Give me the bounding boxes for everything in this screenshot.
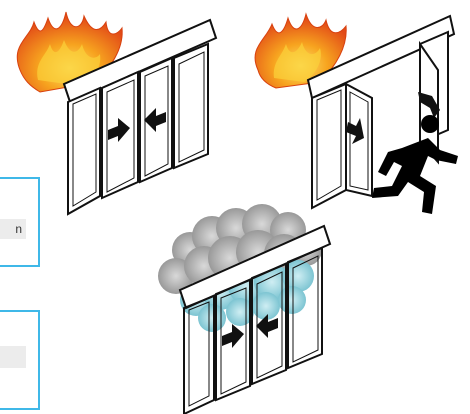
arrow-right-icon: [222, 324, 244, 348]
flame-icon: [254, 12, 347, 89]
info-card-bottom: [0, 310, 40, 410]
arrow-left-icon: [256, 314, 278, 338]
arrow-right-icon: [346, 118, 364, 144]
card-field-bottom[interactable]: [0, 346, 26, 368]
arrow-right-icon: [108, 118, 130, 142]
sliding-door-fire-closed: [16, 11, 218, 216]
sliding-door-fire-escape: [254, 12, 458, 214]
arrow-left-icon: [144, 108, 166, 132]
info-card-top: n: [0, 177, 40, 267]
arrow-left-icon: [418, 92, 440, 118]
sliding-door-smoke-closed: [158, 204, 332, 414]
card-field-top[interactable]: n: [0, 219, 26, 239]
running-person-icon: [372, 115, 458, 214]
